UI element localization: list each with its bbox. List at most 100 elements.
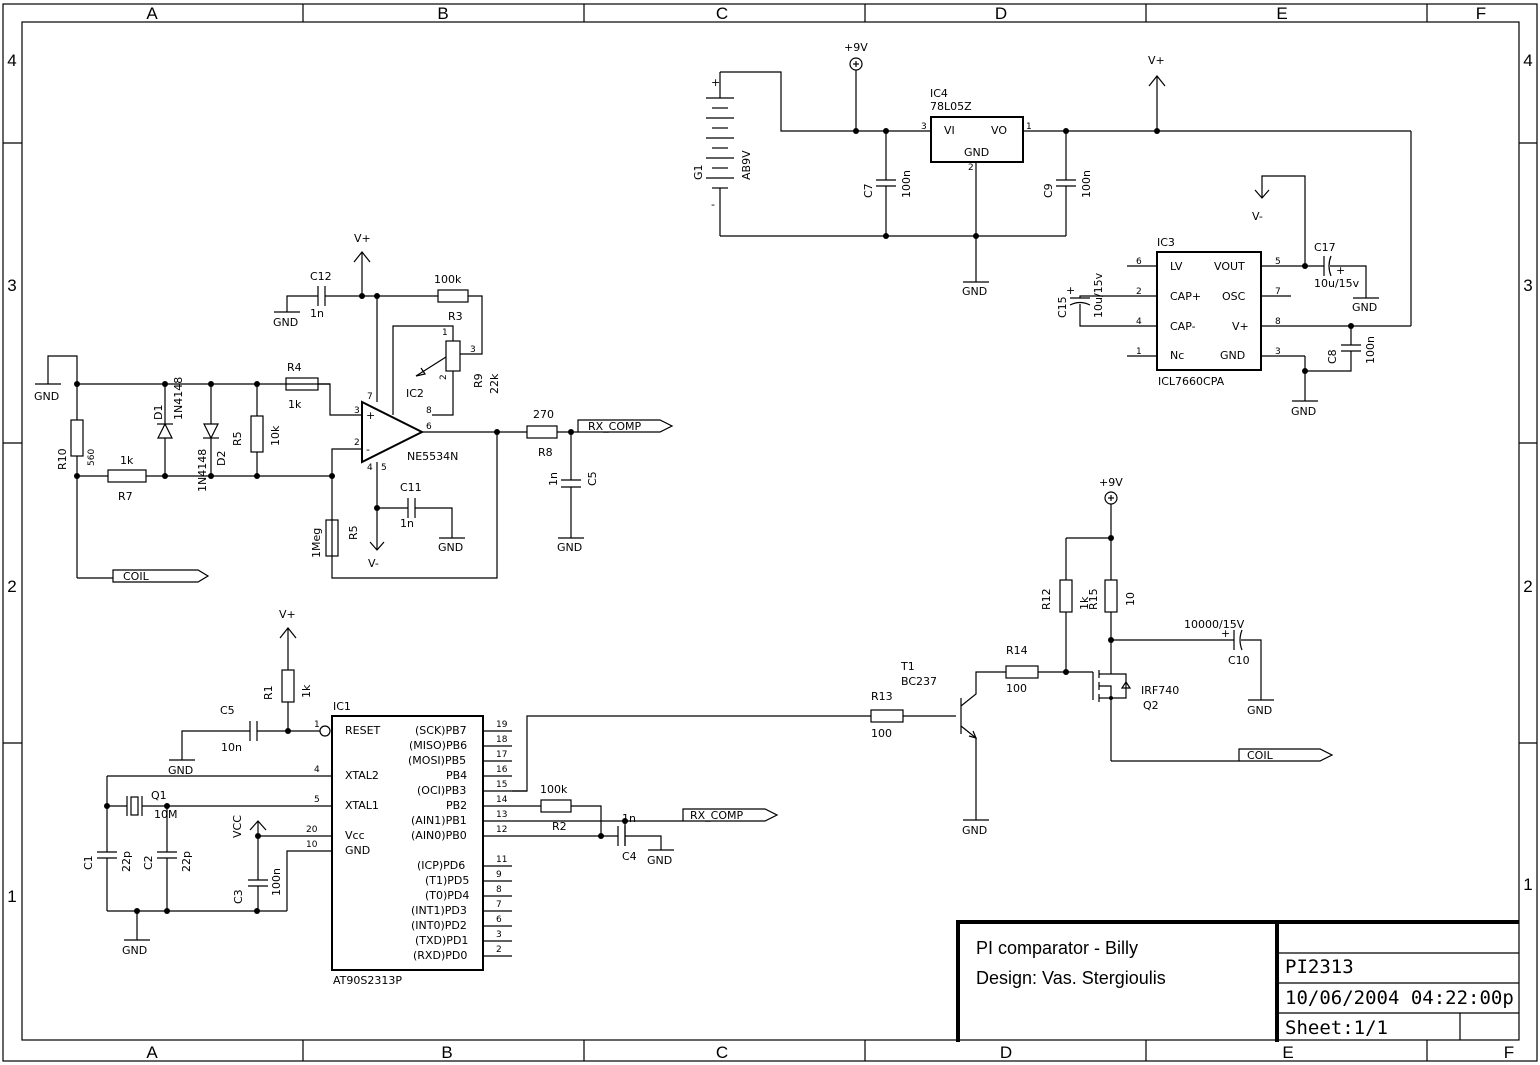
svg-text:Q1: Q1 xyxy=(151,789,167,802)
svg-text:8: 8 xyxy=(426,406,432,416)
svg-text:GND: GND xyxy=(34,390,59,403)
svg-text:R3: R3 xyxy=(448,310,463,323)
svg-text:COIL: COIL xyxy=(1247,749,1274,762)
coil-port-1 xyxy=(112,569,210,583)
svg-text:12: 12 xyxy=(496,825,507,835)
svg-text:C4: C4 xyxy=(622,850,637,863)
svg-text:(INT0)PD2: (INT0)PD2 xyxy=(411,919,467,932)
svg-text:10n: 10n xyxy=(221,741,242,754)
svg-text:A: A xyxy=(146,1043,158,1062)
svg-text:V+: V+ xyxy=(1148,54,1165,67)
svg-text:GND: GND xyxy=(964,146,989,159)
svg-text:5: 5 xyxy=(314,795,320,805)
svg-text:1k: 1k xyxy=(120,454,134,467)
svg-text:C: C xyxy=(716,1043,728,1062)
svg-text:5: 5 xyxy=(1275,257,1281,267)
svg-text:10: 10 xyxy=(306,840,318,850)
svg-text:2: 2 xyxy=(7,577,16,596)
svg-text:VI: VI xyxy=(944,124,955,137)
svg-text:R10: R10 xyxy=(56,448,69,470)
svg-text:9: 9 xyxy=(496,870,502,880)
svg-text:IC2: IC2 xyxy=(406,387,424,400)
svg-text:2: 2 xyxy=(968,163,974,173)
svg-text:+: + xyxy=(366,409,375,422)
svg-text:GND: GND xyxy=(1352,301,1377,314)
svg-text:RX_COMP: RX_COMP xyxy=(690,809,744,822)
svg-text:20: 20 xyxy=(306,825,318,835)
rx-comp-port-1 xyxy=(577,419,674,433)
svg-text:A: A xyxy=(146,4,158,23)
svg-text:F: F xyxy=(1504,1043,1514,1062)
svg-text:GND: GND xyxy=(122,944,147,957)
svg-text:4: 4 xyxy=(367,463,373,473)
svg-text:5: 5 xyxy=(381,463,387,473)
svg-text:E: E xyxy=(1276,4,1287,23)
svg-text:1n: 1n xyxy=(622,812,636,825)
ic3-icl7660 xyxy=(1156,251,1262,371)
ic4-regulator xyxy=(930,116,1024,163)
svg-text:15: 15 xyxy=(496,780,507,790)
svg-text:10u/15v: 10u/15v xyxy=(1092,272,1105,318)
svg-text:+: + xyxy=(711,76,720,89)
svg-text:R7: R7 xyxy=(118,490,133,503)
svg-text:10k: 10k xyxy=(269,425,282,446)
svg-text:PB2: PB2 xyxy=(446,799,467,812)
svg-text:C1: C1 xyxy=(82,855,95,870)
svg-text:+: + xyxy=(1066,284,1075,297)
svg-text:(T1)PD5: (T1)PD5 xyxy=(425,874,469,887)
svg-text:G1: G1 xyxy=(692,164,705,180)
svg-text:4: 4 xyxy=(7,51,16,70)
svg-text:14: 14 xyxy=(496,795,508,805)
svg-text:10000/15V: 10000/15V xyxy=(1184,618,1245,631)
svg-text:VO: VO xyxy=(991,124,1007,137)
svg-text:1: 1 xyxy=(314,720,320,730)
svg-text:GND: GND xyxy=(168,764,193,777)
svg-text:11: 11 xyxy=(496,855,507,865)
svg-text:ICL7660CPA: ICL7660CPA xyxy=(1158,375,1225,388)
svg-text:R13: R13 xyxy=(871,690,893,703)
svg-text:4: 4 xyxy=(1523,51,1532,70)
svg-text:Nc: Nc xyxy=(1170,349,1184,362)
svg-text:(AIN0)PB0: (AIN0)PB0 xyxy=(411,829,467,842)
svg-text:(MISO)PB6: (MISO)PB6 xyxy=(409,739,467,752)
svg-text:7: 7 xyxy=(496,900,502,910)
svg-text:8: 8 xyxy=(496,885,502,895)
datetime-text: 10/06/2004 04:22:00p xyxy=(1285,987,1514,1009)
svg-text:Vcc: Vcc xyxy=(345,829,365,842)
svg-text:(TXD)PD1: (TXD)PD1 xyxy=(415,934,468,947)
svg-text:V-: V- xyxy=(1252,210,1263,223)
svg-text:C7: C7 xyxy=(862,183,875,198)
svg-text:2: 2 xyxy=(496,945,502,955)
rx-comp-port-2 xyxy=(682,808,779,822)
svg-text:100: 100 xyxy=(871,727,892,740)
svg-text:10: 10 xyxy=(1124,592,1137,606)
svg-text:VCC: VCC xyxy=(231,815,244,838)
svg-text:4: 4 xyxy=(1136,317,1142,327)
column-labels-bottom: A B C D E F xyxy=(146,1043,1514,1062)
svg-text:COIL: COIL xyxy=(123,570,150,583)
svg-text:GND: GND xyxy=(962,824,987,837)
svg-text:17: 17 xyxy=(496,750,507,760)
svg-text:AT90S2313P: AT90S2313P xyxy=(333,974,402,987)
svg-text:XTAL1: XTAL1 xyxy=(345,799,379,812)
svg-text:100n: 100n xyxy=(1080,170,1093,198)
svg-text:B: B xyxy=(437,4,448,23)
svg-text:R14: R14 xyxy=(1006,644,1028,657)
svg-text:C17: C17 xyxy=(1314,241,1336,254)
svg-text:3: 3 xyxy=(921,122,927,132)
svg-text:D2: D2 xyxy=(215,451,228,466)
svg-text:560: 560 xyxy=(87,449,97,466)
svg-text:GND: GND xyxy=(273,316,298,329)
svg-text:10M: 10M xyxy=(154,808,178,821)
svg-text:D1: D1 xyxy=(152,405,165,420)
svg-text:NE5534N: NE5534N xyxy=(407,450,458,463)
svg-text:1: 1 xyxy=(1136,347,1142,357)
svg-text:100k: 100k xyxy=(540,783,568,796)
svg-text:1n: 1n xyxy=(400,517,414,530)
svg-text:GND: GND xyxy=(345,844,370,857)
svg-text:6: 6 xyxy=(496,915,502,925)
svg-text:GND: GND xyxy=(962,285,987,298)
svg-text:19: 19 xyxy=(496,720,508,730)
svg-text:78L05Z: 78L05Z xyxy=(930,100,972,113)
opamp-ic2 xyxy=(361,400,425,464)
